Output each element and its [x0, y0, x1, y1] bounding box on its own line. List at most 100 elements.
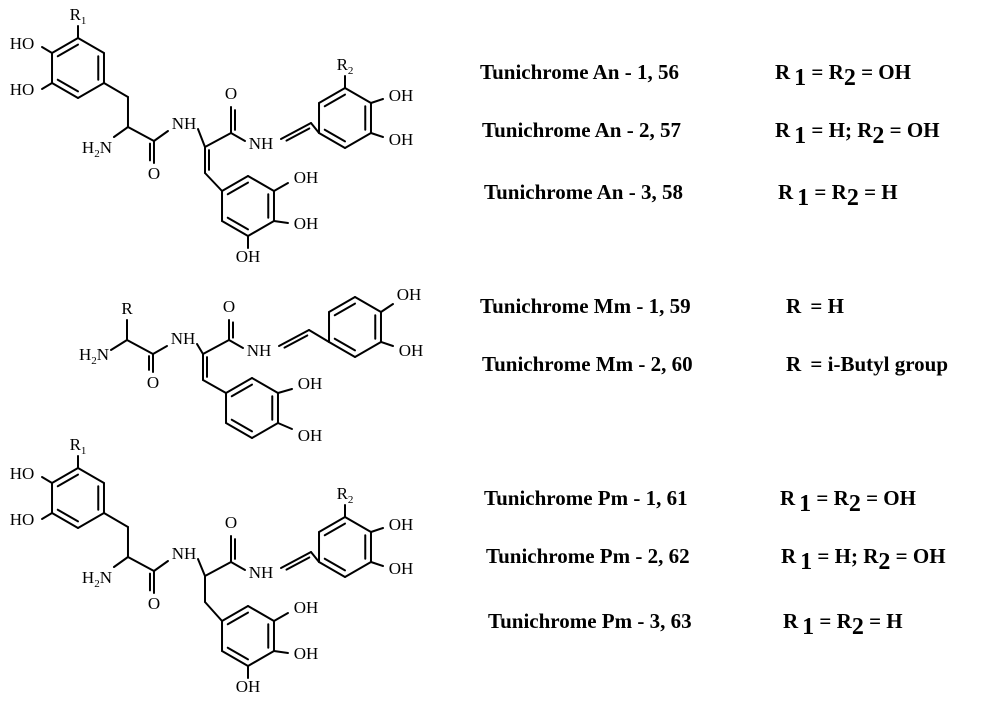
catechol-ring-left — [51, 37, 105, 99]
bond — [202, 379, 228, 394]
r2-label: R2 — [337, 484, 354, 506]
ring-bond — [225, 422, 253, 439]
bond — [41, 512, 54, 520]
ring-bond — [221, 605, 249, 622]
carbonyl-oxygen-label: O — [225, 84, 237, 103]
ring-bond — [318, 561, 346, 578]
bond — [102, 82, 129, 98]
hydroxyl-label: OH — [294, 168, 319, 187]
ring-bond — [354, 296, 382, 313]
hydroxyl-label: OH — [399, 341, 424, 360]
hydroxyl-label: OH — [389, 86, 414, 105]
structures: HOHOR1H2NONHONHR2OHOHOHOHOHRH2NONHONHOHO… — [10, 5, 424, 696]
ring-double-bond — [230, 383, 253, 398]
bond — [228, 339, 244, 349]
ring-bond — [247, 605, 275, 622]
ring-bond — [221, 175, 249, 192]
bond — [272, 220, 289, 224]
bond — [126, 556, 155, 572]
compound-name: Tunichrome An - 3, 58 — [484, 180, 683, 204]
bond — [310, 122, 321, 134]
double-bond — [283, 334, 309, 349]
ring-bond — [51, 512, 79, 529]
catechol-ring-right — [318, 516, 372, 578]
bond — [112, 556, 129, 568]
catechol-ring-left — [51, 467, 105, 529]
bond — [272, 182, 289, 192]
r1-label: R1 — [70, 435, 87, 457]
ring-bond — [251, 422, 279, 439]
r1-label: R1 — [70, 5, 87, 27]
bond — [102, 512, 129, 528]
ring-bond — [344, 561, 372, 578]
bond — [369, 132, 384, 138]
bond — [41, 46, 54, 54]
bond — [126, 126, 155, 142]
ring-bond — [77, 37, 105, 54]
ring-double-bond — [323, 557, 346, 572]
ring-bond — [318, 132, 346, 149]
compound-name: Tunichrome Mm - 1, 59 — [480, 294, 691, 318]
hydroxyl-label: OH — [236, 677, 261, 696]
bond — [152, 345, 168, 355]
carbonyl-oxygen-label: O — [147, 373, 159, 392]
bond — [276, 422, 293, 430]
ring-bond — [77, 512, 105, 529]
ring-bond — [247, 220, 275, 237]
ring-double-bond — [226, 181, 249, 196]
carbonyl-oxygen-label: O — [225, 513, 237, 532]
ring-bond — [247, 650, 275, 667]
ring-double-bond — [226, 611, 249, 626]
bond — [310, 551, 321, 563]
ring-bond — [344, 516, 372, 533]
double-bond — [278, 329, 310, 347]
bond — [379, 341, 394, 347]
ring-double-bond — [56, 508, 79, 523]
compound-name: Tunichrome An - 1, 56 — [480, 60, 679, 84]
ring-bond — [225, 377, 253, 394]
hydroxyl-label: OH — [389, 559, 414, 578]
hydroxyl-label: OH — [294, 214, 319, 233]
ring-double-bond — [226, 646, 249, 661]
hydroxyl-label: OH — [397, 285, 422, 304]
ring-bond — [251, 377, 279, 394]
bond — [196, 343, 204, 355]
ring-bond — [354, 341, 382, 358]
bond — [379, 303, 394, 313]
ring-double-bond — [226, 216, 249, 231]
amide-nh-label: NH — [172, 114, 197, 133]
bond — [369, 561, 384, 567]
bond — [230, 132, 246, 142]
ring-bond — [51, 37, 79, 54]
pyrogallol-ring — [221, 175, 275, 237]
amino-group-label: H2N — [79, 345, 109, 367]
bond — [126, 339, 154, 355]
ring-double-bond — [56, 78, 79, 93]
r2-label: R2 — [337, 55, 354, 77]
double-bond — [285, 556, 311, 571]
hydroxyl-label: OH — [298, 374, 323, 393]
ring-bond — [77, 82, 105, 99]
hydroxyl-label: HO — [10, 510, 35, 529]
bond — [112, 126, 129, 138]
bond — [204, 132, 232, 148]
pyrogallol-ring — [221, 605, 275, 667]
hydroxyl-label: OH — [294, 598, 319, 617]
catechol-ring-right — [318, 87, 372, 149]
bond — [369, 98, 384, 104]
bond — [41, 476, 54, 484]
bond — [152, 130, 169, 142]
bond — [369, 527, 384, 533]
ring-double-bond — [230, 418, 253, 433]
bond — [110, 339, 128, 351]
double-bond — [280, 551, 312, 569]
amide-nh-label: NH — [171, 329, 196, 348]
compound-name: Tunichrome Mm - 2, 60 — [482, 352, 693, 376]
ring-double-bond — [333, 302, 356, 317]
